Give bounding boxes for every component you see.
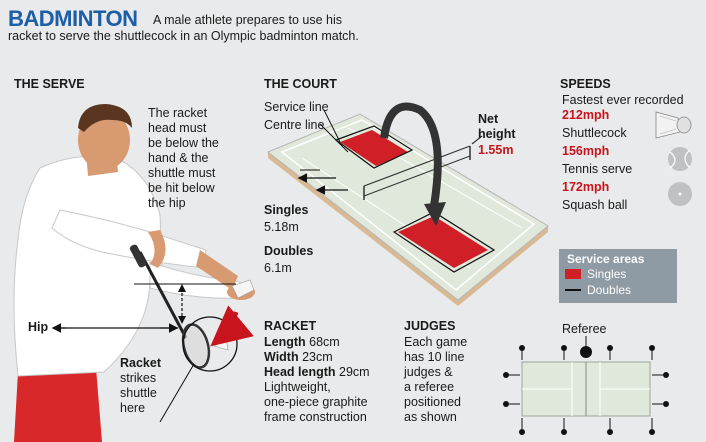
singles-value: 5.18m [264, 220, 299, 234]
racket-heading: RACKET [264, 319, 317, 333]
net-height-value: 1.55m [478, 143, 514, 157]
page-title: BADMINTON [8, 6, 138, 31]
racket-specs: Length 68cm Width 23cm Head length 29cm … [264, 335, 370, 425]
serve-desc-line: be hit below [148, 181, 215, 195]
serve-desc-line: shuttle must [148, 166, 216, 180]
athlete-shorts [14, 368, 102, 442]
racket-head-row: Head length 29cm [264, 365, 370, 380]
squash-ball-icon [668, 182, 692, 206]
racket-strike-line: here [120, 401, 146, 415]
racket-strike-line: Racket [120, 356, 161, 370]
net-height-label-line: Net [478, 112, 499, 126]
legend-singles-label: Singles [587, 267, 627, 281]
legend-doubles-line [565, 289, 581, 291]
racket-width-row: Width 23cm [264, 350, 370, 365]
legend-singles-swatch [565, 269, 581, 279]
centre-line-label: Centre line [264, 118, 325, 132]
serve-description: The racket head must be below the hand &… [148, 106, 219, 211]
serve-desc-line: The racket [148, 106, 208, 120]
judges-heading: JUDGES [404, 319, 456, 333]
racket-desc-line: frame construction [264, 410, 367, 424]
speed-label-squash: Squash ball [562, 198, 628, 212]
racket-length-value: 68cm [309, 335, 340, 349]
racket-width-label: Width [264, 350, 299, 364]
tennis-ball-icon [668, 147, 692, 171]
judges-desc-line: positioned [404, 395, 461, 409]
racket-strike-label: Racket strikes shuttle here [120, 356, 161, 416]
serve-desc-line: hand & the [148, 151, 209, 165]
judges-description: Each game has 10 line judges & a referee… [404, 335, 467, 425]
speed-value-shuttlecock: 212mph [562, 108, 610, 122]
net-height-label-line: height [478, 127, 516, 141]
singles-label: Singles [264, 203, 309, 217]
athlete-illustration [13, 104, 255, 442]
service-line-label: Service line [264, 100, 329, 114]
serve-desc-line: the hip [148, 196, 186, 210]
hip-label: Hip [28, 320, 49, 334]
racket-desc-line: one-piece graphite [264, 395, 368, 409]
fastest-label: Fastest ever recorded [562, 93, 684, 107]
doubles-value: 6.1m [264, 261, 292, 275]
judges-desc-line: as shown [404, 410, 457, 424]
referee-label: Referee [562, 322, 607, 336]
racket-strike-line: shuttle [120, 386, 157, 400]
racket-desc-line: Lightweight, [264, 380, 331, 394]
speed-label-shuttlecock: Shuttlecock [562, 126, 627, 140]
serve-heading: THE SERVE [14, 77, 85, 91]
legend-title: Service areas [567, 252, 645, 266]
racket-head-value: 29cm [339, 365, 370, 379]
judges-desc-line: Each game [404, 335, 468, 349]
doubles-label: Doubles [264, 244, 314, 258]
court-illustration [267, 102, 549, 306]
judges-desc-line: a referee [404, 380, 455, 394]
racket-head-label: Head length [264, 365, 336, 379]
legend-doubles-label: Doubles [587, 283, 632, 297]
net-height-label: Net height [478, 112, 516, 142]
shuttlecock-icon [655, 111, 692, 139]
subtitle-line-2: racket to serve the shuttlecock in an Ol… [8, 29, 359, 43]
judges-diagram [503, 336, 669, 435]
racket-length-label: Length [264, 335, 306, 349]
serve-desc-line: be below the [148, 136, 219, 150]
speed-value-tennis: 156mph [562, 144, 610, 158]
speeds-heading: SPEEDS [560, 77, 611, 91]
judges-desc-line: has 10 line [404, 350, 465, 364]
court-heading: THE COURT [264, 77, 337, 91]
service-areas-legend: Service areas Singles Doubles [559, 249, 677, 303]
subtitle-line-1: A male athlete prepares to use his [153, 13, 343, 27]
speed-label-tennis: Tennis serve [562, 162, 633, 176]
racket-strike-line: strikes [120, 371, 157, 385]
racket-length-row: Length 68cm [264, 335, 370, 350]
serve-desc-line: head must [148, 121, 207, 135]
speed-value-squash: 172mph [562, 180, 610, 194]
judges-desc-line: judges & [404, 365, 453, 379]
racket-width-value: 23cm [302, 350, 333, 364]
